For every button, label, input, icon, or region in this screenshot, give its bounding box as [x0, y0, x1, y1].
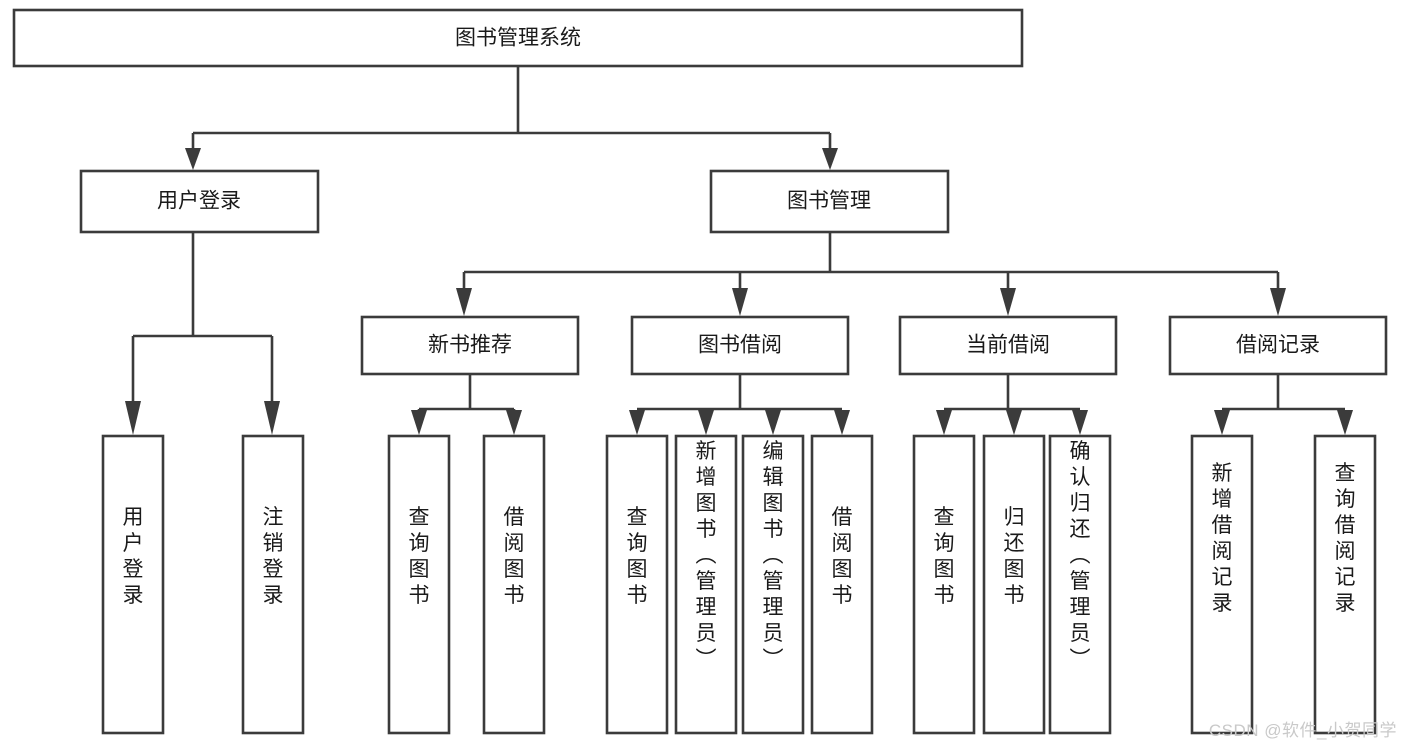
node-leaf-7-label: 编辑图书︵管理员︶ — [763, 440, 784, 671]
node-root-box[interactable] — [12, 8, 1024, 68]
arrow-bm-to-currentborrow — [1000, 288, 1016, 316]
node-borrow-record-box[interactable] — [1168, 315, 1388, 376]
node-leaf-4[interactable]: 借阅图书 — [482, 434, 546, 735]
node-new-book-rec[interactable]: 新书推荐 — [360, 315, 580, 376]
node-borrow-record-label: 借阅记录 — [1236, 334, 1320, 357]
node-leaf-6[interactable]: 新增图书︵管理员︶ — [674, 434, 738, 735]
node-leaf-8-label: 借阅图书 — [832, 506, 853, 607]
arrow-bookborrow-to-leaf8 — [834, 410, 850, 435]
node-leaf-2[interactable]: 注销登录 — [241, 434, 305, 735]
arrow-user-login-to-leaf1 — [125, 401, 141, 435]
arrow-bm-to-bookborrow — [732, 288, 748, 316]
node-book-manage-label: 图书管理 — [787, 190, 871, 213]
edge-group-book-manage — [456, 232, 1286, 316]
node-leaf-3-label: 查询图书 — [409, 506, 430, 607]
node-leaf-1-box[interactable] — [101, 434, 165, 735]
node-leaf-4-box[interactable] — [482, 434, 546, 735]
arrow-borrowrecord-to-leaf12 — [1214, 410, 1230, 435]
node-leaf-8-box[interactable] — [810, 434, 874, 735]
node-leaf-11-label: 确认归还︵管理员︶ — [1070, 440, 1091, 671]
node-book-manage-box[interactable] — [709, 169, 950, 234]
node-borrow-record[interactable]: 借阅记录 — [1168, 315, 1388, 376]
node-leaf-7-box[interactable] — [741, 434, 805, 735]
node-leaf-6-box[interactable] — [674, 434, 738, 735]
node-leaf-2-box[interactable] — [241, 434, 305, 735]
node-leaf-11[interactable]: 确认归还︵管理员︶ — [1048, 434, 1112, 735]
node-leaf-11-box[interactable] — [1048, 434, 1112, 735]
node-root[interactable]: 图书管理系统 — [12, 8, 1024, 68]
edge-group-new-book-rec — [411, 374, 522, 435]
arrow-bookborrow-to-leaf7 — [765, 410, 781, 435]
arrow-borrowrecord-to-leaf13 — [1337, 410, 1353, 435]
arrow-currentborrow-to-leaf11 — [1072, 410, 1088, 435]
node-leaf-5-box[interactable] — [605, 434, 669, 735]
arrow-newbook-to-leaf3 — [411, 410, 427, 435]
node-leaf-13[interactable]: 查询借阅记录 — [1313, 434, 1377, 735]
node-leaf-12-label: 新增借阅记录 — [1212, 462, 1233, 615]
node-leaf-7[interactable]: 编辑图书︵管理员︶ — [741, 434, 805, 735]
node-root-label: 图书管理系统 — [455, 27, 581, 50]
arrow-bookborrow-to-leaf5 — [629, 410, 645, 435]
node-leaf-10-label: 归还图书 — [1004, 506, 1025, 607]
node-leaf-10-box[interactable] — [982, 434, 1046, 735]
node-leaf-2-label: 注销登录 — [263, 506, 284, 607]
node-leaf-12-box[interactable] — [1190, 434, 1254, 735]
node-leaf-9[interactable]: 查询图书 — [912, 434, 976, 735]
node-leaf-8[interactable]: 借阅图书 — [810, 434, 874, 735]
node-leaf-5-label: 查询图书 — [627, 506, 648, 607]
node-leaf-6-label: 新增图书︵管理员︶ — [696, 440, 717, 671]
arrow-root-to-book-manage — [822, 148, 838, 170]
node-current-borrow-box[interactable] — [898, 315, 1118, 376]
arrow-currentborrow-to-leaf9 — [936, 410, 952, 435]
node-book-manage[interactable]: 图书管理 — [709, 169, 950, 234]
edge-group-root — [185, 66, 838, 170]
arrow-root-to-user-login — [185, 148, 201, 170]
node-book-borrow-box[interactable] — [630, 315, 850, 376]
node-user-login-label: 用户登录 — [157, 190, 241, 213]
node-leaf-9-label: 查询图书 — [934, 506, 955, 607]
node-leaf-5[interactable]: 查询图书 — [605, 434, 669, 735]
node-leaf-13-label: 查询借阅记录 — [1335, 462, 1356, 615]
node-leaf-9-box[interactable] — [912, 434, 976, 735]
arrow-currentborrow-to-leaf10 — [1006, 410, 1022, 435]
node-leaf-3[interactable]: 查询图书 — [387, 434, 451, 735]
node-new-book-rec-label: 新书推荐 — [428, 334, 512, 357]
arrow-bm-to-borrowrecord — [1270, 288, 1286, 316]
edge-group-user-login — [125, 232, 280, 435]
arrow-bookborrow-to-leaf6 — [698, 410, 714, 435]
node-user-login-box[interactable] — [79, 169, 320, 234]
arrow-user-login-to-leaf2 — [264, 401, 280, 435]
edge-group-current-borrow — [936, 374, 1088, 435]
edge-group-book-borrow — [629, 374, 850, 435]
arrow-newbook-to-leaf4 — [506, 410, 522, 435]
node-leaf-13-box[interactable] — [1313, 434, 1377, 735]
node-current-borrow-label: 当前借阅 — [966, 334, 1050, 357]
node-leaf-3-box[interactable] — [387, 434, 451, 735]
arrow-bm-to-newbook — [456, 288, 472, 316]
node-leaf-10[interactable]: 归还图书 — [982, 434, 1046, 735]
edge-group-borrow-record — [1214, 374, 1353, 435]
node-new-book-rec-box[interactable] — [360, 315, 580, 376]
node-leaf-1[interactable]: 用户登录 — [101, 434, 165, 735]
node-book-borrow-label: 图书借阅 — [698, 334, 782, 357]
node-leaf-1-label: 用户登录 — [123, 506, 144, 607]
node-book-borrow[interactable]: 图书借阅 — [630, 315, 850, 376]
node-user-login[interactable]: 用户登录 — [79, 169, 320, 234]
node-leaf-12[interactable]: 新增借阅记录 — [1190, 434, 1254, 735]
node-current-borrow[interactable]: 当前借阅 — [898, 315, 1118, 376]
node-leaf-4-label: 借阅图书 — [504, 506, 525, 607]
